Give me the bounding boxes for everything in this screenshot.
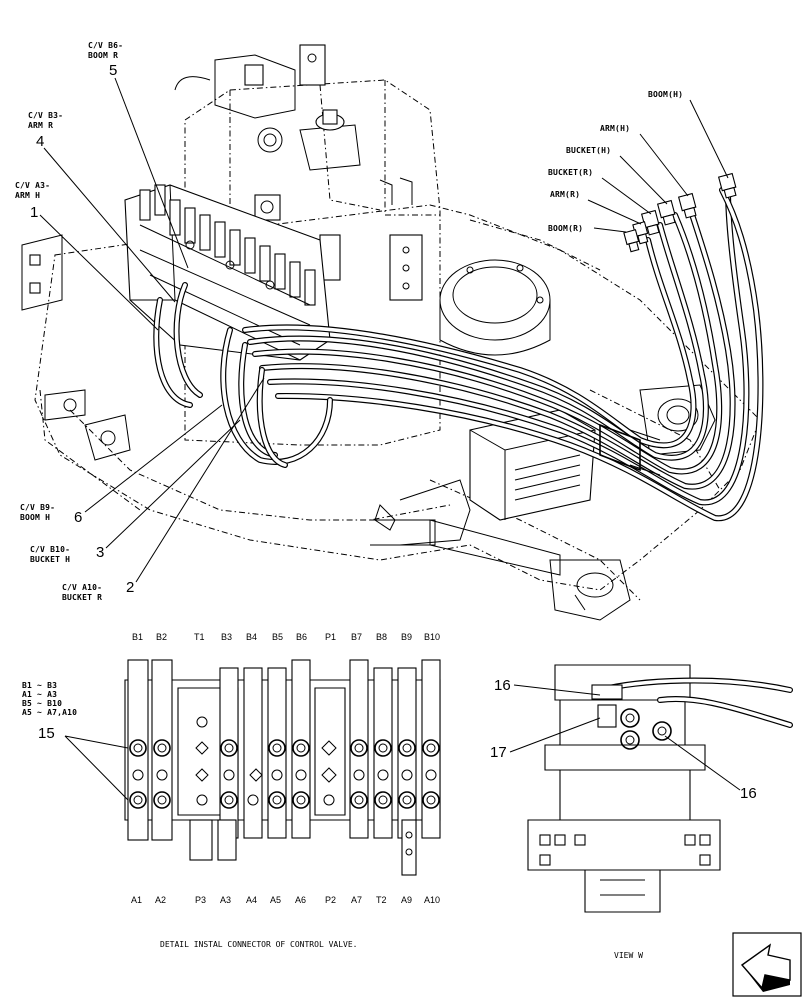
callout-6-sub: BOOM H: [20, 513, 50, 522]
callout-6-number: 6: [74, 509, 82, 526]
port-a10: A10: [424, 895, 440, 905]
callout-5-sub: BOOM R: [88, 51, 118, 60]
callout-17-number: 17: [490, 744, 507, 761]
callout-5-title: C/V B6-: [88, 41, 123, 50]
callout-16a-number: 16: [494, 677, 511, 694]
legend-line-1: B1 ~ B3: [22, 681, 57, 690]
plugs-middle-row: [132, 716, 437, 783]
port-a2: A2: [155, 895, 166, 905]
callout-1-title: C/V A3-: [15, 181, 50, 190]
port-p2: P2: [325, 895, 336, 905]
callout-item-2: C/V A10- BUCKET R 2: [62, 377, 265, 602]
callout-1-sub: ARM H: [15, 191, 40, 200]
port-a6: A6: [295, 895, 306, 905]
callout-4-sub: ARM R: [28, 121, 53, 130]
port-b9: B9: [401, 632, 412, 642]
detail-control-valve: B1 B2 T1 B3 B4 B5 B6 P1 B7 B8 B9 B10: [22, 632, 441, 949]
legend-line-2: A1 ~ A3: [22, 690, 57, 699]
port-a5: A5: [270, 895, 281, 905]
port-b2: B2: [156, 632, 167, 642]
legend-line-3: B5 ~ B10: [22, 699, 62, 708]
port-t1: T1: [194, 632, 205, 642]
port-b6: B6: [296, 632, 307, 642]
port-b5: B5: [272, 632, 283, 642]
callout-16b-number: 16: [740, 785, 757, 802]
callout-15-number: 15: [38, 725, 55, 742]
port-b8: B8: [376, 632, 387, 642]
callout-5-number: 5: [109, 62, 117, 79]
hydraulic-hoses: [153, 187, 764, 522]
callout-3-sub: BUCKET H: [30, 555, 70, 564]
detail-legend: B1 ~ B3 A1 ~ A3 B5 ~ B10 A5 ~ A7,A10: [22, 681, 77, 717]
port-a4: A4: [246, 895, 257, 905]
port-a1: A1: [131, 895, 142, 905]
port-a3: A3: [220, 895, 231, 905]
callout-3-title: C/V B10-: [30, 545, 70, 554]
flange-bolts: [539, 834, 711, 866]
port-a7: A7: [351, 895, 362, 905]
callout-item-3: C/V B10- BUCKET H 3: [30, 419, 241, 564]
label-arm-h: ARM(H): [600, 124, 630, 133]
detail-caption: DETAIL INSTAL CONNECTOR OF CONTROL VALVE…: [160, 940, 357, 949]
callout-item-1: C/V A3- ARM H 1: [15, 181, 159, 331]
swing-cylinder: [370, 519, 561, 576]
label-bucket-r: BUCKET(R): [548, 168, 593, 177]
port-b7: B7: [351, 632, 362, 642]
callout-2-number: 2: [126, 579, 134, 596]
callout-2-title: C/V A10-: [62, 583, 102, 592]
swing-motor: [439, 259, 551, 356]
hose-end-fittings: [623, 172, 737, 253]
label-bucket-h: BUCKET(H): [566, 146, 611, 155]
view-w-swing-motor: 16 17 16 VIEW W: [490, 664, 793, 960]
port-t2: T2: [376, 895, 387, 905]
label-boom-h: BOOM(H): [648, 90, 683, 99]
label-boom-r: BOOM(R): [548, 224, 583, 233]
callout-4-number: 4: [36, 133, 44, 150]
callout-4-title: C/V B3-: [28, 111, 63, 120]
hose-end-labels: BOOM(H) ARM(H) BUCKET(H) BUCKET(R) ARM(R…: [548, 90, 729, 233]
port-b10: B10: [424, 632, 440, 642]
connectors-lower-row: [129, 791, 440, 809]
connectors-upper-row: [129, 739, 440, 757]
label-arm-r: ARM(R): [550, 190, 580, 199]
callout-item-5: C/V B6- BOOM R 5: [88, 41, 189, 269]
port-p1: P1: [325, 632, 336, 642]
port-b1: B1: [132, 632, 143, 642]
bottom-port-labels: A1 A2 P3 A3 A4 A5 A6 P2 A7 T2 A9 A10: [131, 895, 440, 905]
callout-item-4: C/V B3- ARM R 4: [28, 111, 176, 303]
port-p3: P3: [195, 895, 206, 905]
callout-3-number: 3: [96, 544, 104, 561]
view-caption: VIEW W: [614, 951, 643, 960]
port-a9: A9: [401, 895, 412, 905]
callout-1-number: 1: [30, 204, 38, 221]
upper-structure-frame: [21, 204, 761, 601]
next-page-arrow-icon[interactable]: [732, 932, 802, 997]
port-b4: B4: [246, 632, 257, 642]
callout-2-sub: BUCKET R: [62, 593, 102, 602]
port-b3: B3: [221, 632, 232, 642]
legend-line-4: A5 ~ A7,A10: [22, 708, 77, 717]
top-port-labels: B1 B2 T1 B3 B4 B5 B6 P1 B7 B8 B9 B10: [132, 632, 440, 642]
callout-6-title: C/V B9-: [20, 503, 55, 512]
callout-item-6: C/V B9- BOOM H 6: [20, 404, 223, 526]
